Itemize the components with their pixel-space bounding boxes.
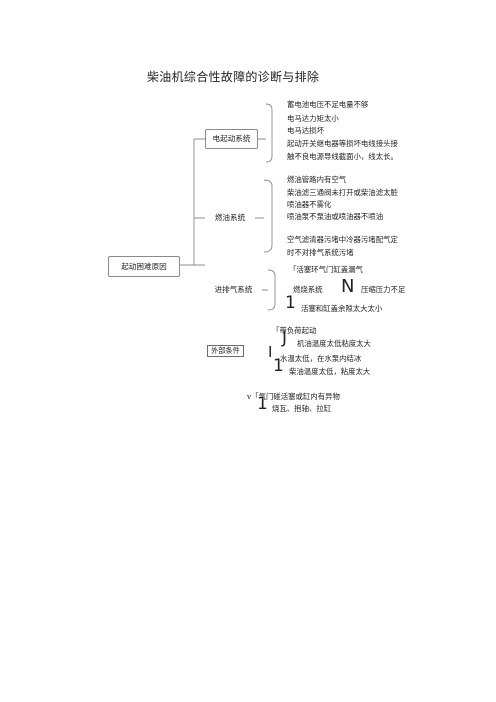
air-item-combustion: 燃烧系统 [293,285,323,294]
air-item: 「活塞环气门缸盖漏气 [289,265,363,274]
page-title: 柴油机综合性故障的诊断与排除 [147,70,320,84]
electric-item: 触不良电源导线截面小，线太长。 [287,152,398,161]
external-item: 机油温度太低粘度太大 [297,339,371,348]
other-item: 烧瓦、抱轴、拉缸 [272,404,332,413]
branch-electric-start-label: 电起动系统 [212,134,251,144]
electric-item: 蓄电池电压不足电量不够 [287,100,369,109]
branch-intake-exhaust-label: 进排气系统 [214,285,253,295]
branch-fuel: 燃油系统 [205,208,255,228]
external-conditions-label: 外部条件 [211,346,240,356]
branch-electric-start: 电起动系统 [205,129,258,149]
fuel-item: 时不对排气系统污堵 [287,248,354,257]
ocr-mark: 1 [257,394,268,414]
air-item: 压缩压力不足 [361,285,406,294]
fuel-item: 空气滤清器污堵中冷器污堵配气定 [287,235,398,244]
external-item: 水温太低，在水泵内结冰 [280,354,362,363]
ocr-mark: N [341,276,355,297]
fuel-item: 喷油泵不泵油或喷油器不喷油 [287,212,384,221]
external-item: 柴油温度太低，粘度太大 [289,367,371,376]
fuel-brace [255,179,273,253]
other-item: v「气门碰活塞或缸内有异物 [247,392,340,401]
electric-item: 起动开关继电器等损坏电线接头接 [287,139,398,148]
branch-fuel-label: 燃油系统 [214,213,246,223]
root-node: 起动困难原因 [108,256,180,277]
air-brace [262,269,276,311]
fuel-item: 燃油管路内有空气 [287,175,347,184]
electric-brace [258,103,273,163]
ocr-mark: 1 [273,356,284,376]
fuel-item: 喷油器不雾化 [287,200,332,209]
branch-intake-exhaust: 进排气系统 [205,280,262,300]
fuel-item: 柴油滤三通阀未打开或柴油滤太脏 [287,188,398,197]
ocr-mark: J [282,328,288,348]
ocr-mark: 1 [285,293,296,313]
external-conditions-node: 外部条件 [207,345,244,357]
electric-item: 电马达力矩太小 [287,114,339,123]
root-connector [180,138,205,266]
external-item: 「带负荷起动 [272,326,317,335]
air-item: 活塞和缸盖余隙太大太小 [301,304,383,313]
root-label: 起动困难原因 [121,261,167,271]
ocr-mark: I [268,343,273,361]
electric-item: 电马达损坏 [287,126,324,135]
